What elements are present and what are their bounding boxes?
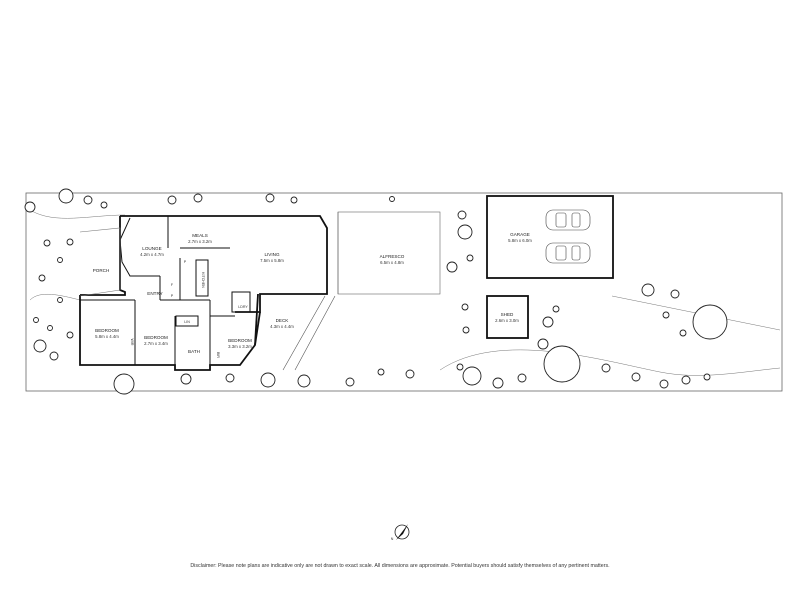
- car-icon: [545, 209, 591, 231]
- alfresco-area: [337, 211, 441, 295]
- tree-icons: [24, 188, 728, 395]
- property-boundary: [25, 192, 783, 392]
- room-label-lounge: LOUNGE: [142, 246, 161, 251]
- room-dims-alfresco: 6.5m x 4.8m: [380, 260, 404, 265]
- garden-path: [439, 349, 781, 376]
- room-label-deck: DECK: [276, 318, 290, 323]
- room-label-bath: BATH: [188, 349, 200, 354]
- room-label-garage: GARAGE: [510, 232, 530, 237]
- porch-outline: [79, 227, 121, 297]
- driveway-line: [294, 295, 336, 371]
- room-label-entry: ENTRY: [147, 291, 163, 296]
- room-label-ldry: LDRY: [238, 305, 248, 309]
- label-wir: WIR: [130, 339, 134, 346]
- room-label-bedroom-3: BEDROOM: [228, 338, 252, 343]
- room-dims-garage: 5.8m x 6.0m: [508, 238, 532, 243]
- room-dims-lounge: 4.2m x 4.7m: [140, 252, 164, 257]
- label-fridge: F: [171, 283, 174, 287]
- label-pantry-2: P: [184, 260, 187, 264]
- room-label-meals: MEALS: [192, 233, 208, 238]
- room-label-porch: PORCH: [93, 268, 110, 273]
- room-dims-shed: 2.6m x 3.0m: [495, 318, 519, 323]
- garden-path: [29, 209, 126, 219]
- car-icon: [545, 242, 591, 264]
- room-label-shed: SHED: [501, 312, 514, 317]
- room-label-living: LIVING: [264, 252, 279, 257]
- room-label-bedroom-2: BEDROOM: [144, 335, 168, 340]
- room-label-bedroom-1: BEDROOM: [95, 328, 119, 333]
- north-compass-icon: N: [391, 524, 410, 541]
- room-label-kitchen: KITCHEN: [201, 272, 205, 288]
- disclaimer-text: Disclaimer: Please note plans are indica…: [190, 563, 610, 569]
- room-label-alfresco: ALFRESCO: [380, 254, 405, 259]
- label-bir: BIR: [216, 352, 220, 358]
- shed-walls: [486, 295, 529, 339]
- room-dims-bedroom-3: 3.3m x 3.2m: [228, 344, 252, 349]
- room-label-lin: LIN: [184, 320, 190, 324]
- room-dims-deck: 4.3m x 4.4m: [270, 324, 294, 329]
- room-dims-living: 7.5m x 5.8m: [260, 258, 284, 263]
- room-dims-meals: 2.7m x 3.2m: [188, 239, 212, 244]
- room-dims-bedroom-2: 2.7m x 3.4m: [144, 341, 168, 346]
- svg-text:N: N: [391, 537, 394, 541]
- garage-walls: [486, 195, 614, 279]
- label-pantry: P: [171, 294, 174, 298]
- room-dims-bedroom-1: 5.8m x 4.4m: [95, 334, 119, 339]
- garden-path: [29, 294, 81, 301]
- interior-walls: [80, 216, 251, 365]
- driveway-line: [282, 295, 326, 371]
